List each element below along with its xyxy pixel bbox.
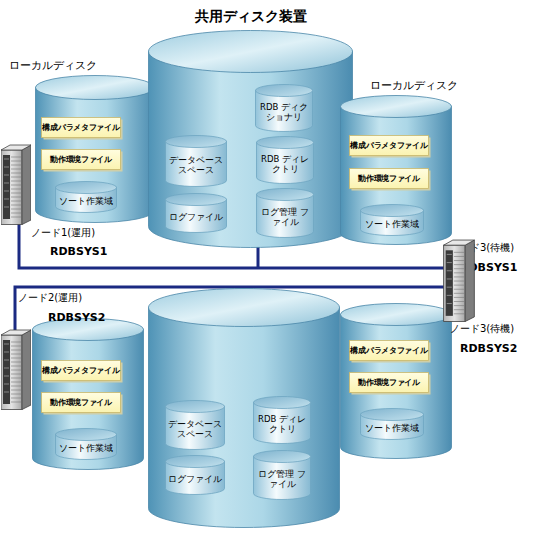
cylinder-text-area: ソート作業域 — [360, 214, 424, 234]
storage-cylinder: ログ管理 ファイル — [256, 188, 314, 238]
system-name: RDBSYS1 — [50, 245, 107, 258]
cylinder-text-area: RDB ディレクトリ — [253, 406, 311, 442]
cylinder-text-area: RDB ディクショナリ — [255, 94, 313, 130]
cylinder-text-area: ソート作業域 — [55, 191, 117, 211]
system-name: RDBSYS1 — [460, 261, 517, 274]
storage-name: データベース スペース — [167, 419, 223, 439]
file-name: 動作環境ファイル — [358, 174, 420, 184]
file-name: 動作環境ファイル — [50, 398, 112, 408]
system-name: RDBSYS2 — [460, 342, 517, 355]
file-name: 構成パラメタファイル — [42, 366, 119, 376]
box-text-area: 動作環境ファイル — [349, 372, 429, 393]
box-text-area: 構成パラメタファイル — [349, 135, 429, 156]
file-name: 構成パラメタファイル — [42, 123, 119, 133]
storage-cylinder: ログファイル — [165, 455, 225, 495]
file-box: 動作環境ファイル — [41, 392, 121, 413]
storage-name: RDB ディレクトリ — [258, 154, 312, 174]
disk-cylinder: ローカルディスク構成パラメタファイル動作環境ファイルソート作業域 — [340, 95, 452, 245]
box-text-area: 構成パラメタファイル — [349, 340, 429, 361]
cylinder-text-area: データベース スペース — [165, 410, 225, 448]
file-name: 動作環境ファイル — [358, 378, 420, 388]
box-text-area: 構成パラメタファイル — [41, 360, 121, 381]
cylinder-text-area: ログファイル — [165, 465, 225, 493]
node-role-label: ノード2(運用) — [18, 291, 82, 305]
storage-cylinder: RDB ディクショナリ — [255, 84, 313, 132]
cylinder-text-area: データベース スペース — [165, 145, 227, 185]
disk-label: ローカルディスク — [370, 78, 458, 93]
node-role-label: ノード1(運用) — [31, 226, 95, 240]
cylinder-text-area: ログ管理 ファイル — [253, 460, 311, 498]
storage-cylinder: RDB ディレクトリ — [256, 136, 314, 184]
disk-cylinder: 構成パラメタファイル動作環境ファイルソート作業域 — [32, 318, 144, 470]
disk-cylinder: データベース スペース RDB ディレクトリログファイル ログ管理 ファイル — [148, 288, 340, 528]
system-name: RDBSYS2 — [48, 311, 105, 324]
cylinder-text-area: ログ管理 ファイル — [256, 198, 314, 236]
cylinder-text-area: ソート作業域 — [360, 418, 424, 438]
cylinder-text-area: ソート作業域 — [55, 438, 117, 458]
storage-name: ログ管理 ファイル — [258, 207, 312, 227]
storage-cylinder: RDB ディレクトリ — [253, 396, 311, 444]
file-box: 動作環境ファイル — [41, 149, 121, 170]
box-text-area: 動作環境ファイル — [41, 149, 121, 170]
cylinder-text-area: ログファイル — [165, 203, 227, 231]
storage-cylinder: ソート作業域 — [360, 204, 424, 236]
storage-name: ソート作業域 — [362, 219, 422, 229]
disk-cylinder: ローカルディスク構成パラメタファイル動作環境ファイルソート作業域 — [35, 75, 155, 223]
file-box: 動作環境ファイル — [349, 372, 429, 393]
disk-cylinder: 構成パラメタファイル動作環境ファイルソート作業域 — [340, 303, 452, 459]
storage-name: ソート作業域 — [57, 196, 115, 206]
node-role-label: ノード3(待機) — [450, 322, 514, 336]
storage-name: RDB ディクショナリ — [257, 102, 311, 122]
storage-cylinder: データベース スペース — [165, 135, 227, 187]
file-name: 動作環境ファイル — [50, 155, 112, 165]
storage-name: ログファイル — [167, 474, 223, 484]
storage-name: ログファイル — [167, 212, 225, 222]
storage-cylinder: ソート作業域 — [55, 428, 117, 460]
file-box: 構成パラメタファイル — [41, 117, 121, 138]
storage-name: ソート作業域 — [362, 423, 422, 433]
box-text-area: 動作環境ファイル — [41, 392, 121, 413]
file-name: 構成パラメタファイル — [350, 141, 427, 151]
storage-name: ログ管理 ファイル — [255, 469, 309, 489]
node-role-label: ノード3(待機) — [450, 241, 514, 255]
disk-label: ローカルディスク — [9, 58, 97, 73]
storage-name: RDB ディレクトリ — [255, 414, 309, 434]
storage-cylinder: ログ管理 ファイル — [253, 450, 311, 500]
server-icon — [444, 240, 475, 321]
box-text-area: 動作環境ファイル — [349, 168, 429, 189]
storage-name: データベース スペース — [167, 155, 225, 175]
file-name: 構成パラメタファイル — [350, 346, 427, 356]
storage-name: ソート作業域 — [57, 443, 115, 453]
file-box: 構成パラメタファイル — [349, 340, 429, 361]
storage-cylinder: ソート作業域 — [360, 408, 424, 440]
box-text-area: 構成パラメタファイル — [41, 117, 121, 138]
file-box: 構成パラメタファイル — [349, 135, 429, 156]
server-icon — [1, 145, 31, 225]
disk-cylinder: RDB ディクショナリデータベース スペース RDB ディレクトリログファイル ログ… — [148, 30, 353, 248]
storage-cylinder: ログファイル — [165, 193, 227, 233]
file-box: 構成パラメタファイル — [41, 360, 121, 381]
cylinder-text-area: RDB ディレクトリ — [256, 146, 314, 182]
diagram-title: 共用ディスク装置 — [148, 8, 353, 26]
file-box: 動作環境ファイル — [349, 168, 429, 189]
server-icon — [1, 330, 31, 410]
storage-cylinder: ソート作業域 — [55, 181, 117, 213]
storage-cylinder: データベース スペース — [165, 400, 225, 450]
